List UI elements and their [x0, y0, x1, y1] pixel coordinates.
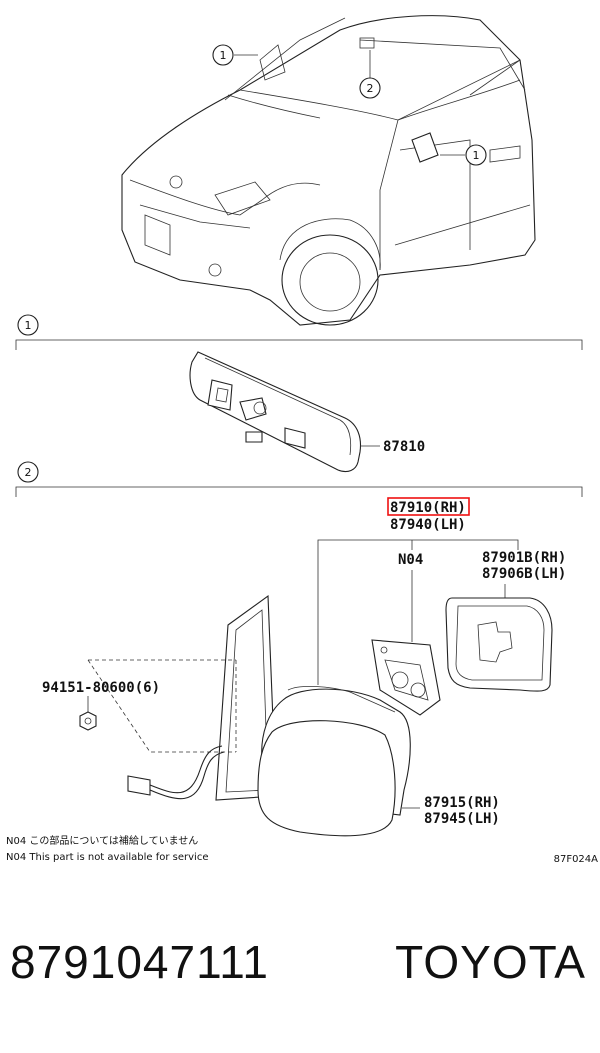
callout-car-1a: 1 [212, 44, 258, 66]
svg-text:1: 1 [25, 319, 32, 332]
label-n04: N04 [398, 552, 423, 568]
section-2: 2 87910(RH) 87940(LH) N04 87901B(RH) 879… [15, 461, 583, 837]
label-87915-rh: 87915(RH) [424, 795, 500, 811]
mirror-body-drawing [257, 685, 411, 837]
highlight-box [387, 497, 470, 516]
footer: 8791047111 TOYOTA [0, 935, 600, 1015]
svg-text:1: 1 [220, 49, 227, 62]
label-87810: 87810 [383, 439, 425, 455]
svg-text:1: 1 [473, 149, 480, 162]
note-en: N04 This part is not available for servi… [6, 852, 208, 863]
label-87906b-lh: 87906B(LH) [482, 566, 566, 582]
car-illustration [121, 15, 536, 326]
parts-diagram: 1 2 1 1 87810 2 87910( [6, 15, 599, 865]
nut-drawing [79, 711, 97, 731]
footer-brand: TOYOTA [395, 936, 586, 988]
actuator-drawing [371, 639, 441, 716]
mirror-glass-drawing [445, 597, 553, 692]
callout-car-2: 2 [359, 50, 381, 99]
svg-text:2: 2 [367, 82, 374, 95]
section-1: 1 87810 [15, 314, 583, 473]
svg-text:2: 2 [25, 466, 32, 479]
footer-part-number: 8791047111 [10, 936, 270, 988]
label-87940-lh: 87940(LH) [390, 517, 466, 533]
figure-code: 87F024A [554, 854, 599, 865]
harness-drawing [127, 745, 225, 800]
note-jp: N04 この部品については補給していません [6, 834, 198, 847]
label-87910-rh: 87910(RH) [390, 500, 466, 516]
inner-mirror-drawing [189, 351, 362, 473]
label-94151: 94151-80600(6) [42, 680, 160, 696]
label-87901b-rh: 87901B(RH) [482, 550, 566, 566]
callout-car-1b: 1 [440, 144, 487, 166]
label-87945-lh: 87945(LH) [424, 811, 500, 827]
